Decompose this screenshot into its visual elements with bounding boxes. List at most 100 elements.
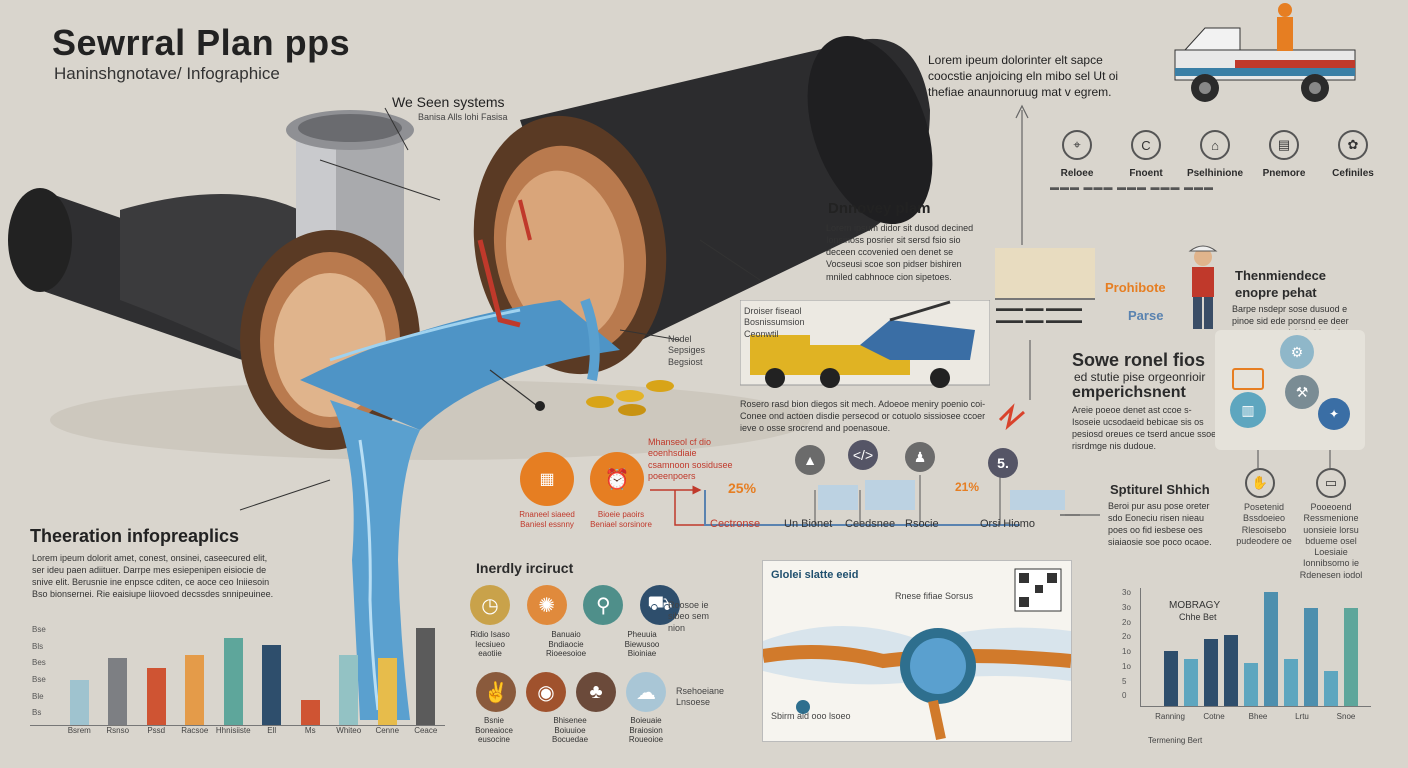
alarm-clock-icon: ⏰	[590, 452, 644, 506]
progress-pct-2: 21%	[955, 480, 980, 494]
right-chart-subtitle: Chhe Bet	[1179, 612, 1217, 622]
pipe-callout-noted: Nodel Sepsiges Begsiost	[668, 334, 706, 367]
chart-x-tick-label: Pssd	[147, 726, 166, 735]
chart-bar	[1224, 635, 1238, 706]
chart-bar	[416, 628, 436, 725]
map-illustration	[763, 568, 1071, 741]
right-chart-xlabel: Termening Bert	[1148, 736, 1203, 745]
feature-label: Fnoent	[1129, 168, 1163, 179]
chart-y-tick-label: Bse	[32, 675, 46, 684]
chart-bar	[339, 655, 359, 725]
tag-icon: ✦	[1318, 398, 1350, 430]
industry-bottom-labels: Bsnie Boneaioce eusocine Bhisenee Boiuui…	[470, 716, 670, 745]
feature-label: Pselhinione	[1186, 168, 1244, 179]
ring-label-2: Bioeie paoirs Beniael sorsinore	[590, 510, 652, 529]
chart-bar	[1344, 607, 1358, 706]
section-title-1: Sowe ronel fios	[1072, 350, 1206, 370]
feature-item: ✿ Cefiniles	[1321, 130, 1385, 179]
industry-label: Banuaio Bndiaocie Rioeesoioe	[545, 630, 587, 659]
truck-label: Droiser fiseaol Bosnissumsion Ceonwtil	[744, 306, 805, 339]
chart-x-tick-label: Racsoe	[181, 726, 209, 735]
feature-item: ⌂ Pselhinione	[1183, 130, 1247, 179]
chart-x-tick-label: Hhnisiiste	[215, 726, 251, 735]
industry-bottom-note: Rsehoeiane Lnsoese	[676, 686, 725, 708]
chart-y-tick-label: Bls	[32, 641, 44, 651]
chart-bar	[1324, 670, 1338, 706]
feature-item: ⌖ Reloee	[1045, 130, 1109, 179]
pipe-callout-we-seen: We Seen systems	[392, 94, 505, 110]
section-title-2: emperichsnent	[1072, 384, 1186, 401]
tablet-icon: ▭	[1316, 468, 1346, 498]
document-icon: ▤	[1269, 130, 1299, 160]
industry-ring-note: Roosoe ie sibeo sem nion	[668, 600, 710, 633]
discovery-text: Lorem ipsum didor sit dusod decined Ions…	[826, 223, 974, 282]
industry-bottom-row: ✌ ◉ ♣ ☁	[476, 672, 666, 712]
lightbulb-icon: ✺	[526, 585, 567, 625]
feature-label: Cefiniles	[1332, 168, 1374, 179]
chart-y-tick-label: Bes	[32, 658, 46, 668]
chart-y-tick-label: 3o	[1122, 588, 1131, 597]
chart-bar	[146, 668, 166, 725]
industry-label: Bsnie Boneaioce eusocine	[475, 716, 513, 745]
bar-chart-icon: ▥	[1230, 392, 1266, 428]
industry-label: Pheuuia Biewusoo Bioiniae	[624, 630, 660, 659]
truck-icon: ⛟	[639, 585, 680, 625]
house-icon: ⌂	[1200, 130, 1230, 160]
persona-title: Thenmiendece	[1235, 268, 1327, 283]
handshake-icon: ✌	[476, 672, 516, 712]
industry-title: Inerdly irciruct	[476, 560, 574, 576]
persona-subtitle: enopre pehat	[1235, 285, 1317, 300]
chart-y-tick-label: Ble	[32, 691, 44, 701]
map-text: Sbirm aid ooo lsoeo	[771, 711, 851, 721]
street-text: ▬▬▬ ▬▬ ▬▬▬▬ ▬▬▬ ▬▬ ▬▬▬▬	[996, 303, 1083, 326]
chart-bar	[1204, 639, 1218, 706]
chart-bar	[262, 645, 282, 725]
briefcase-icon	[1232, 368, 1264, 390]
right-chart-title: MOBRAGY	[1169, 600, 1221, 611]
page-subtitle: Haninshgnotave/ Infographice	[54, 64, 280, 83]
cloud-icon: ☁	[626, 672, 666, 712]
chart-bar	[1284, 658, 1298, 706]
chart-bar	[1244, 662, 1258, 706]
graph-icon: ▦	[520, 452, 574, 506]
ear-icon: ◉	[526, 672, 566, 712]
chart-bar	[1184, 658, 1198, 706]
chart-y-tick-label: 0	[1122, 691, 1127, 701]
chart-y-tick-label: 2o	[1122, 632, 1131, 642]
chart-y-tick-label: 1o	[1122, 647, 1131, 656]
section-text: Areie poeoe denet ast ccoe s- Isoseie uc…	[1072, 405, 1217, 452]
industry-label: Ridio Isaso Iecsiueo eaotiie	[470, 630, 510, 659]
hand-money-icon: ✋	[1245, 468, 1275, 498]
chart-y-tick-label: 1o	[1122, 661, 1131, 671]
clock-icon: ◷	[470, 585, 510, 625]
copyright-icon: C	[1131, 130, 1161, 160]
chart-x-tick-label: Snoe	[1336, 712, 1356, 721]
feature-icon-row: ⌖ Reloee C Fnoent ⌂ Pselhinione ▤ Pnemor…	[1045, 130, 1385, 179]
feature-item: C Fnoent	[1114, 130, 1178, 179]
progress-left-note: Mhanseol cf dio eoenhsdiaie csamnoon sos…	[648, 437, 733, 481]
chart-y-tick-label: 3o	[1122, 602, 1131, 612]
chart-x-tick-label: Rsnso	[106, 726, 130, 735]
truck-text: Rosero rasd bion diegos sit mech. Adoeoe…	[740, 399, 986, 434]
map-pin-note: Rnese fifiae Sorsus	[895, 591, 974, 601]
step-five-badge: 5.	[988, 448, 1018, 478]
industry-label: Bhisenee Boiuuioe Bocuedae	[551, 716, 589, 745]
chart-bar	[69, 680, 89, 725]
industry-top-row: ◷ ✺ ⚲ ⛟	[470, 585, 680, 625]
left-section-text: Lorem ipeum dolorit amet, conest, onsine…	[32, 553, 274, 600]
street-scene-illustration	[995, 248, 1095, 300]
page-title: Sewrral Plan pps	[52, 22, 351, 63]
chart-bar	[1164, 650, 1178, 706]
map-panel: Glolei slatte eeid Rnese fifiae Sorsus S…	[762, 560, 1072, 742]
right-bar-area	[1161, 588, 1361, 706]
chart-x-tick-label: Lrtu	[1295, 712, 1309, 721]
flower-icon: ✿	[1338, 130, 1368, 160]
progress-pct-1: 25%	[728, 480, 757, 496]
feature-desc-placeholder: ▬▬▬ ▬▬▬ ▬▬▬ ▬▬▬ ▬▬▬	[1050, 182, 1215, 192]
discovery-title: Dnnovey plam	[828, 200, 931, 217]
industry-label: Boieuaie Braiosion Roueoioe	[628, 716, 664, 745]
